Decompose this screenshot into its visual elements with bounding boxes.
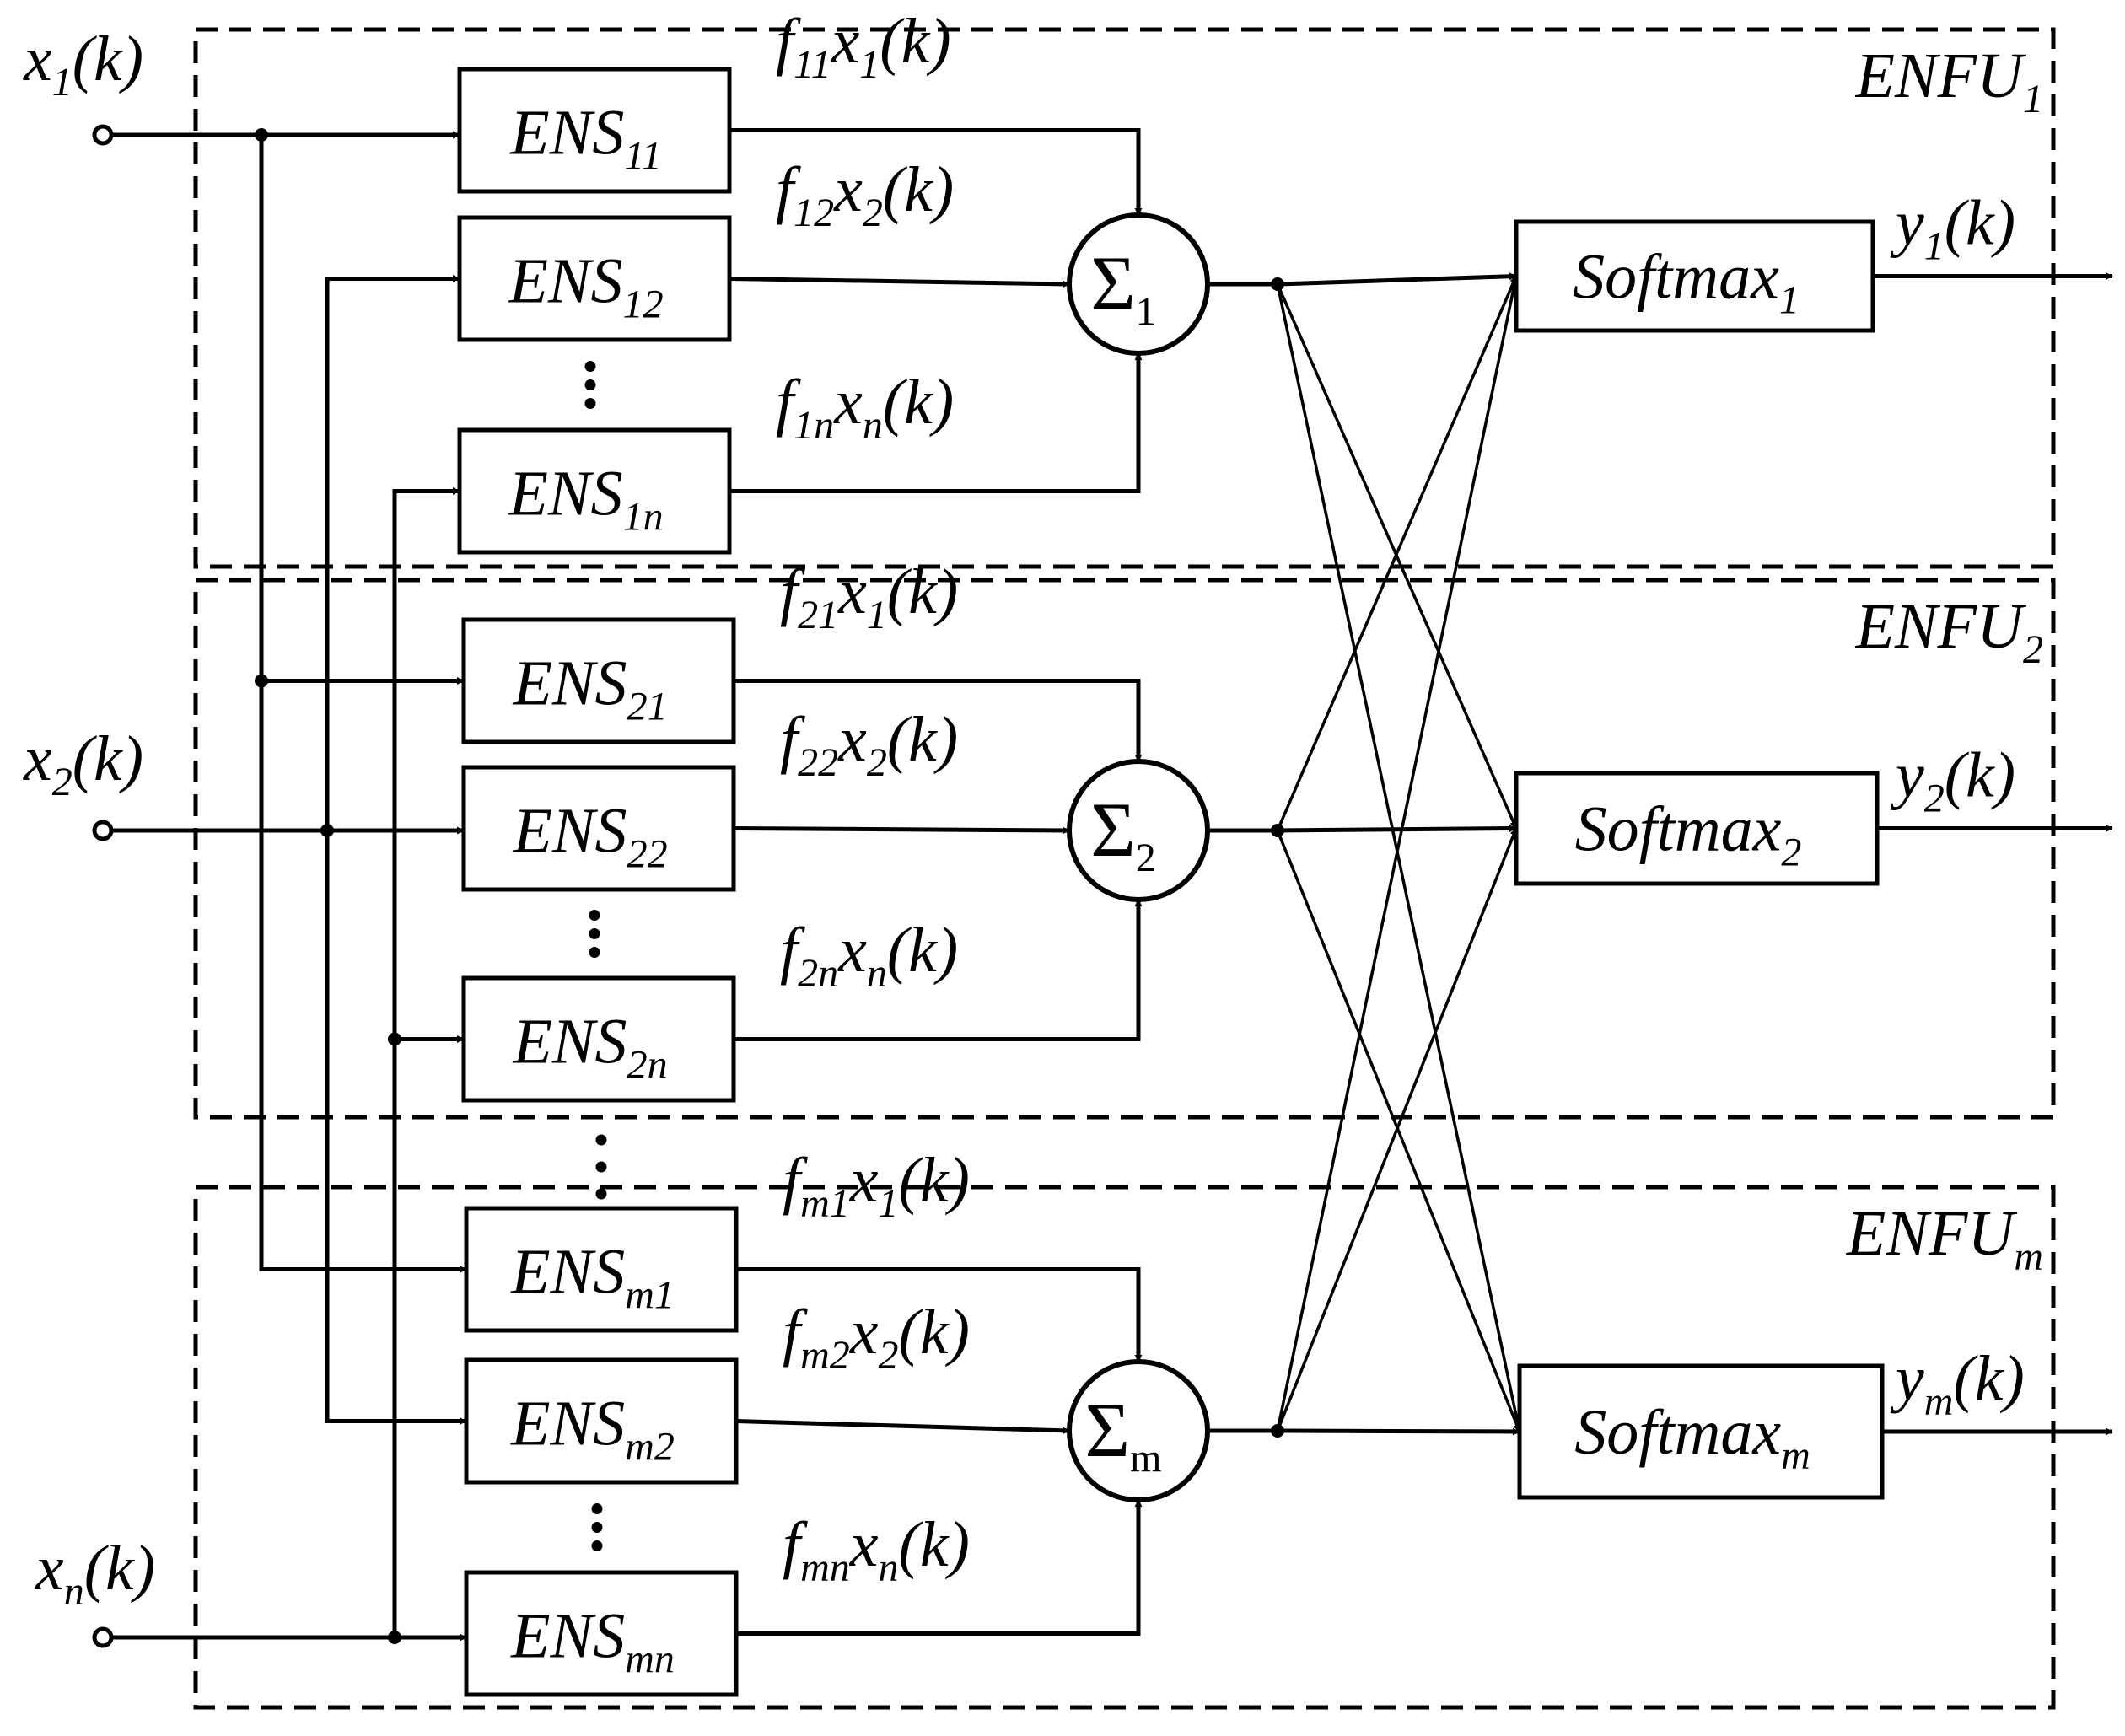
input-label-1: x1(k) <box>23 24 143 105</box>
crossbar-3-to-3 <box>1277 1427 1520 1436</box>
softmax-label-2: Softmax2 <box>1575 794 1802 875</box>
ens-box-m1 <box>464 1206 739 1333</box>
ens-label-21: ENS21 <box>512 648 667 729</box>
wires <box>111 128 2113 1644</box>
signal-11 <box>729 128 1143 216</box>
softmax-box-2 <box>1514 771 1880 886</box>
crossbar-3-to-2 <box>1276 827 1518 1432</box>
softmax-label-1: Softmax1 <box>1573 242 1800 323</box>
ens-box-mn <box>464 1570 739 1697</box>
input-terminal-1 <box>92 124 114 146</box>
unit-ellipsis-dot <box>595 1134 607 1146</box>
ens-label-m1: ENSm1 <box>510 1237 675 1318</box>
unit-ellipsis-dot <box>595 1161 607 1173</box>
ens-ellipsis-dot <box>589 947 600 958</box>
softmax-box-1 <box>1514 219 1875 333</box>
labels: ENS11 f11x1(k) ENS12 f12x2(k) ENS1n f1nxn(k) Σ… <box>23 6 2043 1682</box>
unit-ellipsis-dot <box>595 1188 607 1200</box>
sum-node-m <box>1067 1359 1210 1502</box>
signal-label-1n: f1nxn(k) <box>776 367 954 448</box>
ens-ellipsis-dot <box>589 910 600 921</box>
signal-label-11: f11x1(k) <box>776 6 951 87</box>
input-terminal-3 <box>92 1626 114 1648</box>
softmax-box-m <box>1517 1363 1885 1500</box>
ens-ellipsis-dot <box>591 1540 603 1551</box>
ens-box-m2 <box>464 1357 739 1485</box>
ens-ellipsis-dot <box>591 1503 603 1514</box>
signal-label-2n: f2nxn(k) <box>780 915 958 996</box>
ens-label-2n: ENS2n <box>512 1007 667 1088</box>
enfu-frame-3 <box>193 1185 2056 1710</box>
crossbar-2-to-3 <box>1276 830 1521 1432</box>
sum-node-2 <box>1067 759 1210 902</box>
output-label-m: ym(k) <box>1890 1343 2025 1424</box>
input-terminal-2 <box>92 820 114 841</box>
ens-ellipsis-dot <box>584 361 596 372</box>
ens-label-1n: ENS1n <box>508 459 663 540</box>
bus-xn-to-ens-1n <box>392 487 460 1637</box>
sum-label-2: Σ2 <box>1090 787 1156 880</box>
signal-2n <box>734 899 1143 1041</box>
ens-label-m2: ENSm2 <box>510 1389 675 1470</box>
signal-label-22: f22x2(k) <box>780 704 958 785</box>
ens-ellipsis-dot <box>591 1522 603 1533</box>
enfu-frame-1 <box>193 27 2056 569</box>
crossbar-1-to-1 <box>1277 272 1517 287</box>
bus-x1-to-ens-m1 <box>259 135 467 1273</box>
ens-ellipsis-dot <box>584 398 596 409</box>
input-label-n: xn(k) <box>35 1533 155 1614</box>
ens-box-11 <box>457 67 732 194</box>
enfu-title-1: ENFU1 <box>1855 40 2043 121</box>
output-label-2: y2(k) <box>1890 740 2015 821</box>
crossbar-1-to-3 <box>1276 283 1522 1432</box>
ens-label-mn: ENSmn <box>510 1601 675 1682</box>
crossbar-3-to-1 <box>1276 275 1519 1432</box>
input-label-2: x2(k) <box>23 723 143 804</box>
ens-box-1n <box>457 427 732 555</box>
ens-ellipsis-dot <box>589 928 600 939</box>
ens-box-21 <box>461 617 736 744</box>
signal-1n <box>729 352 1143 493</box>
softmax-label-m: Softmaxm <box>1574 1397 1810 1478</box>
signal-label-mn: fmnxn(k) <box>783 1509 970 1590</box>
signal-label-m1: fm1x1(k) <box>783 1145 970 1226</box>
crossbar-2-to-1 <box>1276 275 1518 831</box>
signal-m1 <box>736 1267 1143 1362</box>
signal-label-12: f12x2(k) <box>776 154 954 235</box>
enfu-title-m: ENFUm <box>1846 1198 2043 1279</box>
signal-21 <box>734 679 1143 762</box>
sum-label-m: Σm <box>1085 1387 1162 1481</box>
signal-label-m2: fm2x2(k) <box>783 1297 970 1378</box>
ens-box-22 <box>461 765 736 892</box>
ens-ellipsis-dot <box>584 379 596 390</box>
signal-m2 <box>735 1419 1070 1435</box>
output-label-1: y1(k) <box>1890 188 2015 269</box>
signal-label-21: f21x1(k) <box>780 556 958 637</box>
unit-frames <box>193 27 2056 1710</box>
enfu-frame-2 <box>193 578 2056 1120</box>
sum-node-1 <box>1067 212 1210 356</box>
ens-box-12 <box>457 215 732 342</box>
signal-mn <box>736 1499 1143 1636</box>
nodes <box>92 67 1885 1697</box>
sum-label-1: Σ1 <box>1090 240 1156 334</box>
signal-12 <box>729 277 1070 288</box>
ens-label-11: ENS11 <box>509 98 662 179</box>
crossbar-2-to-2 <box>1277 825 1517 833</box>
enfu-title-2: ENFU2 <box>1855 591 2043 672</box>
ens-label-12: ENS12 <box>508 246 663 327</box>
ens-label-22: ENS22 <box>512 796 667 877</box>
ens-box-2n <box>461 975 736 1103</box>
signal-22 <box>733 826 1070 835</box>
